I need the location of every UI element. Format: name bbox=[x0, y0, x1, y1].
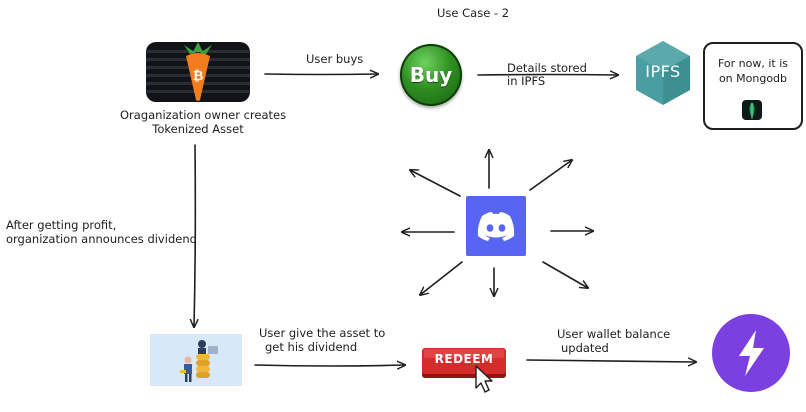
svg-text:₿: ₿ bbox=[193, 69, 204, 84]
broadcast-arrow-lower-left bbox=[420, 261, 463, 295]
owner-caption: Oraganization owner creates Tokenized As… bbox=[120, 108, 287, 136]
arrow-announce-dividend bbox=[194, 144, 195, 327]
diagram-title: Use Case - 2 bbox=[437, 6, 510, 20]
redeem-label: REDEEM bbox=[434, 352, 494, 366]
carrot-icon: ₿ bbox=[184, 42, 212, 101]
carrot-bitcoin-logo: ₿ bbox=[146, 42, 250, 102]
broadcast-arrow-upper-right bbox=[529, 160, 572, 191]
mongodb-note: For now, it is on Mongodb bbox=[703, 42, 803, 130]
discord-logo bbox=[466, 196, 526, 256]
label-user-buys: User buys bbox=[306, 52, 364, 66]
ipfs-label: IPFS bbox=[645, 62, 681, 81]
redeem-button-icon: REDEEM bbox=[420, 346, 520, 394]
dividend-illustration bbox=[150, 334, 242, 386]
label-details-stored: Details stored in IPFS bbox=[507, 61, 587, 88]
lightning-bolt-icon bbox=[712, 314, 790, 392]
label-announce-dividend: After getting profit, organization annou… bbox=[6, 218, 197, 246]
arrow-user-buys bbox=[264, 74, 378, 75]
ipfs-hexagon-logo: IPFS bbox=[634, 40, 692, 106]
label-wallet-updated: User wallet balance updated bbox=[557, 327, 671, 355]
label-give-asset: User give the asset to get his dividend bbox=[259, 326, 386, 354]
buy-button-icon: Buy bbox=[400, 44, 462, 106]
arrow-give-asset bbox=[254, 365, 405, 366]
broadcast-arrow-lower-right bbox=[542, 261, 588, 288]
mongodb-note-text: For now, it is on Mongodb bbox=[717, 57, 789, 85]
arrow-details-stored bbox=[477, 75, 618, 76]
arrow-wallet-updated bbox=[526, 360, 696, 362]
broadcast-arrow-upper-left bbox=[410, 170, 461, 197]
mongodb-leaf-icon bbox=[742, 100, 762, 120]
